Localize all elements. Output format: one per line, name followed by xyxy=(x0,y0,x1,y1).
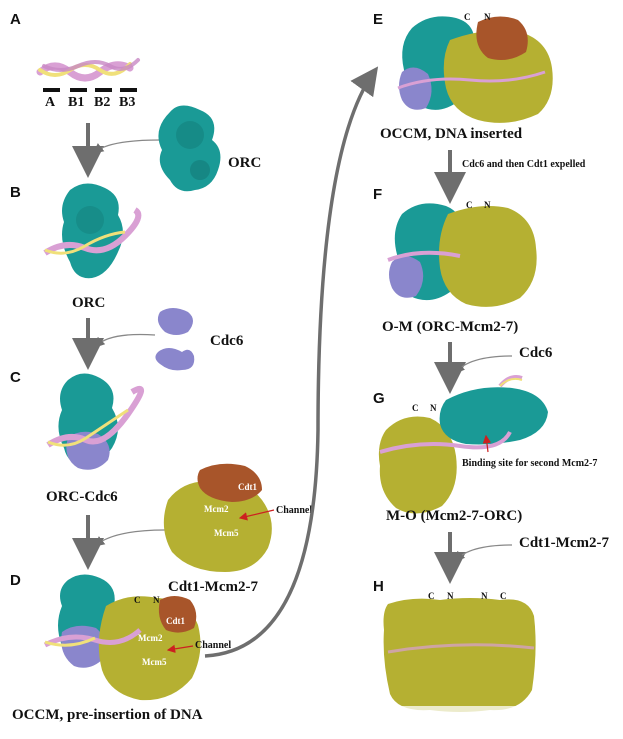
channel-label: Channel xyxy=(276,505,312,516)
cdc6-step-label: Cdc6 xyxy=(519,345,553,361)
panel-d: D C N Cdt1 Mcm2 Mcm5 Channel OCCM, pre-i… xyxy=(10,572,231,723)
curved-arrow-icon xyxy=(93,529,166,547)
cdt1-mcm-label: Cdt1-Mcm2-7 xyxy=(168,579,258,595)
f-term-c: C xyxy=(466,200,473,210)
g-term-c: C xyxy=(412,403,419,413)
segment-bar-b2 xyxy=(95,88,112,92)
occm-pre-label: OCCM, pre-insertion of DNA xyxy=(12,707,203,723)
cdt1-inner-label: Cdt1 xyxy=(238,482,258,492)
orc-complex-label: ORC xyxy=(72,295,105,311)
panel-h: H C N N C xyxy=(373,578,536,716)
mcm2-inner-label: Mcm2 xyxy=(204,504,229,514)
h-term-c2: C xyxy=(500,591,507,601)
d-channel-label: Channel xyxy=(195,640,231,651)
d-cdt1-label: Cdt1 xyxy=(166,616,186,626)
binding-site-label: Binding site for second Mcm2-7 xyxy=(462,458,597,469)
panel-letter-f: F xyxy=(373,186,382,203)
curved-arrow-icon xyxy=(454,355,513,374)
segment-bar-b1 xyxy=(70,88,87,92)
panel-a: A A B1 B2 B3 xyxy=(10,11,140,110)
curved-arrow-icon xyxy=(204,66,379,658)
dna-segment-markers: A B1 B2 B3 xyxy=(43,88,137,110)
expel-step-label: Cdc6 and then Cdt1 expelled xyxy=(462,159,586,170)
curved-arrow-icon xyxy=(94,333,156,348)
h-term-n2: N xyxy=(481,591,488,601)
h-term-c1: C xyxy=(428,591,435,601)
free-orc-molecule xyxy=(158,105,221,192)
orc-cdc6-label: ORC-Cdc6 xyxy=(46,489,118,505)
curved-arrow-icon xyxy=(454,544,513,562)
d-term-n: N xyxy=(153,595,160,605)
d-mcm2-label: Mcm2 xyxy=(138,633,163,643)
panel-e: E C N OCCM, DNA inserted xyxy=(373,11,553,142)
segment-label-b2: B2 xyxy=(94,95,110,110)
mo-label: M-O (Mcm2-7-ORC) xyxy=(386,508,522,524)
panel-letter-b: B xyxy=(10,184,21,201)
cdt1-mcm-step-label: Cdt1-Mcm2-7 xyxy=(519,535,609,551)
occm-inserted-label: OCCM, DNA inserted xyxy=(380,126,523,142)
om-label: O-M (ORC-Mcm2-7) xyxy=(382,319,518,335)
g-term-n: N xyxy=(430,403,437,413)
panel-letter-g: G xyxy=(373,390,385,407)
panel-letter-a: A xyxy=(10,11,21,28)
segment-label-b3: B3 xyxy=(119,95,135,110)
panel-g: G C N Binding site for second Mcm2-7 M-O… xyxy=(373,375,597,524)
panel-letter-c: C xyxy=(10,369,21,386)
free-cdc6-molecule xyxy=(155,308,195,371)
panel-b: B ORC xyxy=(10,183,142,311)
d-term-c: C xyxy=(134,595,141,605)
mcm5-inner-label: Mcm5 xyxy=(214,528,239,538)
cdc6-free-label: Cdc6 xyxy=(210,333,244,349)
d-mcm5-label: Mcm5 xyxy=(142,657,167,667)
panel-f: F C N O-M (ORC-Mcm2-7) xyxy=(373,186,537,335)
orc-free-label: ORC xyxy=(228,155,261,171)
segment-bar-a xyxy=(43,88,60,92)
h-term-n1: N xyxy=(447,591,454,601)
curved-arrow-icon xyxy=(92,139,161,154)
segment-label-a: A xyxy=(45,95,56,110)
e-term-c: C xyxy=(464,12,471,22)
f-term-n: N xyxy=(484,200,491,210)
panel-letter-d: D xyxy=(10,572,21,589)
segment-label-b1: B1 xyxy=(68,95,84,110)
dna-helix xyxy=(36,58,140,82)
free-cdt1-mcm-molecule: Cdt1 Mcm2 Mcm5 Channel xyxy=(163,463,312,572)
panel-letter-e: E xyxy=(373,11,383,28)
panel-letter-h: H xyxy=(373,578,384,595)
segment-bar-b3 xyxy=(120,88,137,92)
e-term-n: N xyxy=(484,12,491,22)
panel-c: C ORC-Cdc6 xyxy=(10,369,144,505)
